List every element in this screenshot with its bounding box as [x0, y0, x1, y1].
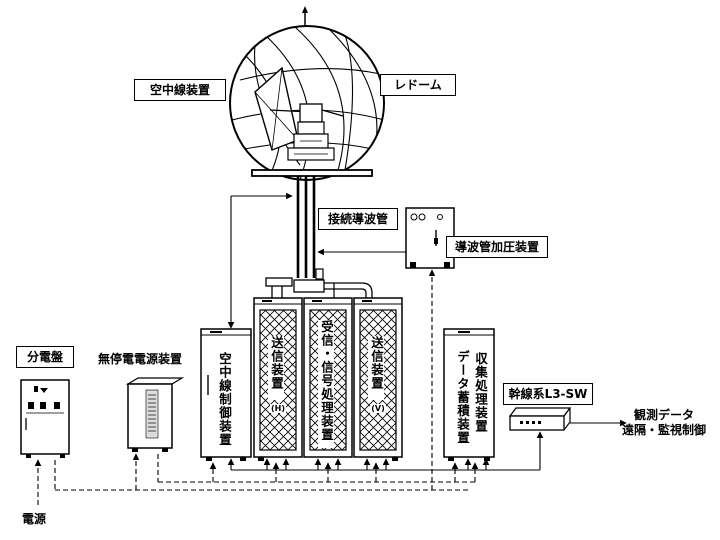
label-data-processing-2: データ蓄積装置: [454, 350, 470, 450]
label-backbone-switch: 幹線系L3-SW: [503, 383, 593, 405]
label-ups: 無停電電源装置: [98, 352, 183, 366]
label-transmitter-v-sub: (V): [370, 404, 386, 413]
label-receiver: 受信・信号処理装置: [318, 320, 334, 448]
label-switchboard: 分電盤: [16, 346, 74, 368]
label-transmitter-h: 送信装置: [268, 336, 284, 400]
label-output-data: 観測データ: [634, 408, 695, 422]
switchboard-cabinet: [20, 379, 70, 458]
radome: [229, 6, 385, 181]
waveguide-assembly: [265, 268, 373, 298]
power-connections: [34, 269, 479, 505]
label-transmitter-h-sub: (H): [270, 404, 286, 413]
label-transmitter-v: 送信装置: [368, 336, 384, 400]
label-antenna: 空中線装置: [134, 79, 226, 101]
l3-switch-device: [508, 407, 572, 431]
label-waveguide: 接続導波管: [318, 208, 398, 230]
label-pressurizer: 導波管加圧装置: [446, 236, 548, 258]
signal-connections: [227, 192, 627, 471]
label-output-control: 遠隔・監視制御: [622, 423, 707, 437]
label-antenna-control: 空中線制御装置: [216, 352, 232, 448]
label-data-processing-1: 収集処理装置: [472, 352, 488, 448]
waveguide-lines: [296, 176, 316, 278]
label-radome: レドーム: [380, 74, 456, 96]
ups-unit: [125, 377, 185, 452]
label-power-source: 電源: [22, 512, 47, 526]
